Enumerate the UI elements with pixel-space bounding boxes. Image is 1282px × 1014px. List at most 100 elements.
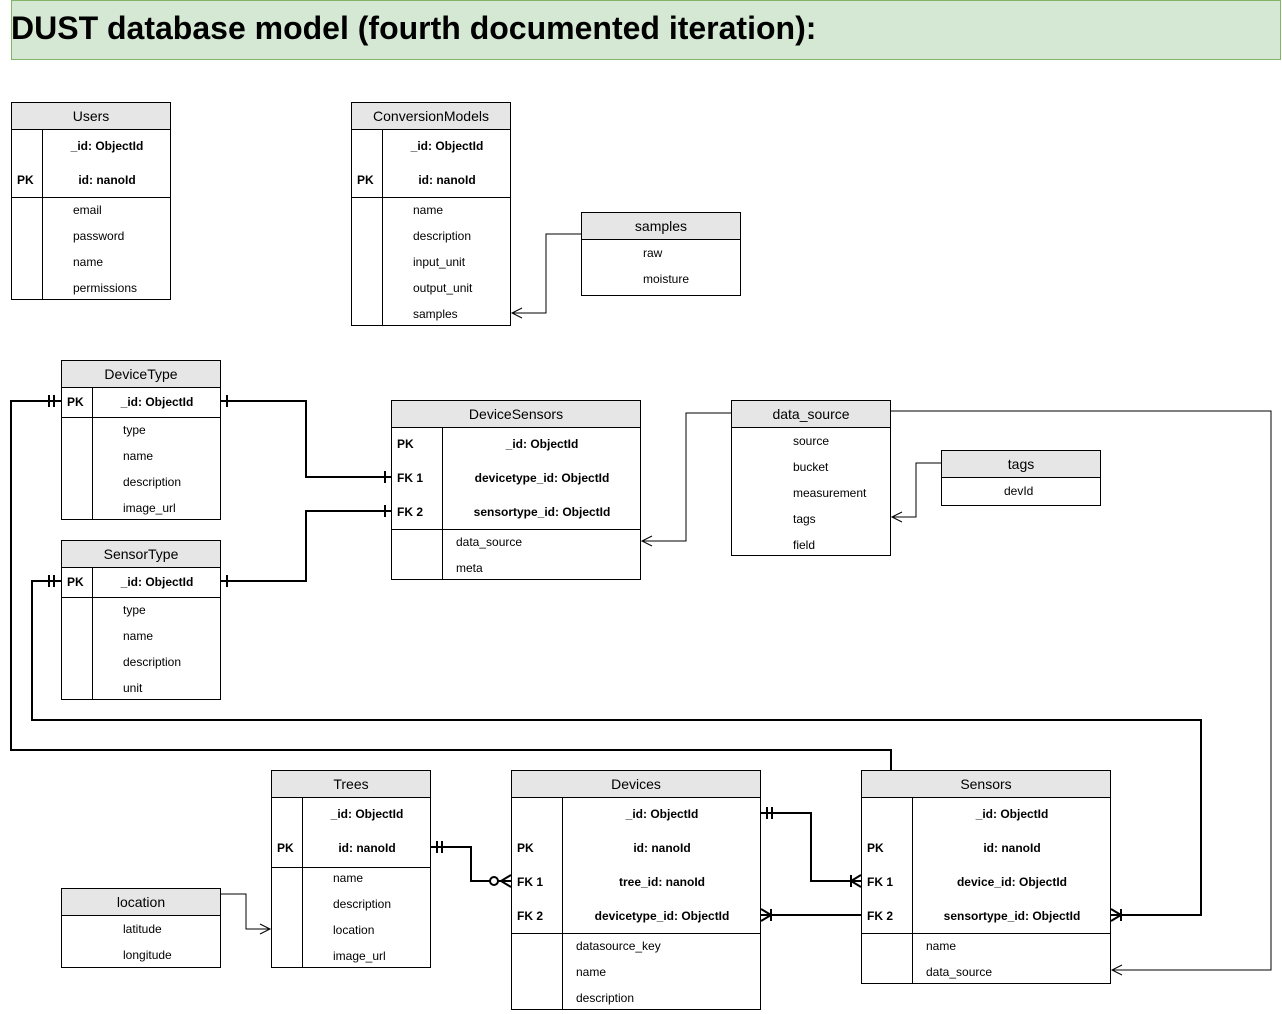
field-longitude: longitude — [123, 948, 172, 962]
entity-header: data_source — [732, 401, 890, 428]
field-id: id: nanoId — [983, 841, 1041, 855]
field-meta: meta — [456, 561, 483, 575]
field-latitude: latitude — [123, 922, 162, 936]
field-device-id: device_id: ObjectId — [956, 875, 1068, 889]
field-id: _id: ObjectId — [505, 437, 579, 451]
field-description: description — [413, 229, 472, 243]
key-label: FK 2 — [867, 909, 894, 923]
entity-header: location — [62, 889, 220, 916]
field-field: field — [793, 538, 816, 552]
field-separator — [62, 417, 220, 418]
key-column-divider — [912, 797, 913, 983]
datasource-sensors-link — [891, 410, 1272, 971]
field-source: source — [793, 434, 830, 448]
field-name: name — [123, 629, 154, 643]
key-label: PK — [397, 437, 414, 451]
field-type: type — [123, 423, 146, 437]
field-datasource-key: datasource_key — [576, 939, 661, 953]
key-label: FK 1 — [867, 875, 894, 889]
key-column-divider — [382, 129, 383, 325]
field-name: name — [576, 965, 607, 979]
sensortype-sensors-link — [31, 580, 1202, 916]
key-column-divider — [442, 427, 443, 579]
field-description: description — [333, 897, 392, 911]
field-password: password — [73, 229, 125, 243]
field-samples: samples — [413, 307, 458, 321]
key-label: PK — [357, 173, 374, 187]
field-tree-id: tree_id: nanoId — [618, 875, 705, 889]
location-link — [221, 893, 270, 930]
field-description: description — [123, 655, 182, 669]
open-arrow-head — [890, 511, 903, 523]
field-id: id: nanoId — [338, 841, 396, 855]
field-id: _id: ObjectId — [975, 807, 1049, 821]
field-separator — [272, 867, 430, 868]
open-arrow-head — [259, 923, 272, 935]
field-id: id: nanoId — [418, 173, 476, 187]
field-unit: unit — [123, 681, 143, 695]
entity-samples: samples raw moisture — [581, 212, 741, 296]
field-location: location — [333, 923, 375, 937]
field-name: name — [73, 255, 104, 269]
field-id: id: nanoId — [78, 173, 136, 187]
open-arrow-head — [640, 535, 653, 547]
samples-link — [512, 233, 581, 314]
field-moisture: moisture — [643, 272, 690, 286]
field-separator — [352, 197, 510, 198]
field-description: description — [576, 991, 635, 1005]
key-label: FK 2 — [397, 505, 424, 519]
field-data-source: data_source — [456, 535, 523, 549]
key-label: PK — [867, 841, 884, 855]
devicetype-fk1-link — [221, 400, 391, 478]
field-sensortype-id: sensortype_id: ObjectId — [943, 909, 1081, 923]
devices-sensors-link — [761, 812, 861, 882]
zero-circle — [489, 876, 499, 886]
diagram-title: DUST database model (fourth documented i… — [11, 10, 817, 46]
field-devicetype-id: devicetype_id: ObjectId — [594, 909, 730, 923]
field-id: _id: ObjectId — [625, 807, 699, 821]
entity-header: samples — [582, 213, 740, 240]
field-permissions: permissions — [73, 281, 138, 295]
datasource-link — [642, 412, 731, 542]
field-separator — [512, 933, 760, 934]
key-label: FK 1 — [517, 875, 544, 889]
entity-header: tags — [942, 451, 1100, 478]
crow-foot — [499, 874, 512, 888]
entity-header: DeviceSensors — [392, 401, 640, 428]
field-id: id: nanoId — [633, 841, 691, 855]
sensortype-fk2-link — [221, 510, 391, 582]
field-id: _id: ObjectId — [330, 807, 404, 821]
field-devicetype-id: devicetype_id: ObjectId — [474, 471, 610, 485]
key-label: FK 2 — [517, 909, 544, 923]
key-column-divider — [302, 797, 303, 967]
entity-header: Devices — [512, 771, 760, 798]
entity-header: Trees — [272, 771, 430, 798]
key-column-divider — [42, 129, 43, 299]
field-name: name — [123, 449, 154, 463]
field-name: name — [333, 871, 364, 885]
entity-header: DeviceType — [62, 361, 220, 388]
field-image-url: image_url — [123, 501, 176, 515]
field-id: _id: ObjectId — [70, 139, 144, 153]
field-separator — [392, 529, 640, 530]
key-column-divider — [92, 567, 93, 699]
open-arrow-head — [1110, 964, 1123, 976]
entity-header: SensorType — [62, 541, 220, 568]
field-tags: tags — [793, 512, 816, 526]
key-column-divider — [92, 387, 93, 519]
entity-location: location latitude longitude — [61, 888, 221, 968]
key-label: FK 1 — [397, 471, 424, 485]
entity-header: ConversionModels — [352, 103, 510, 130]
open-arrow-head — [510, 307, 523, 319]
field-bucket: bucket — [793, 460, 829, 474]
field-id: _id: ObjectId — [410, 139, 484, 153]
field-raw: raw — [643, 246, 663, 260]
entity-header: Users — [12, 103, 170, 130]
key-label: PK — [277, 841, 294, 855]
